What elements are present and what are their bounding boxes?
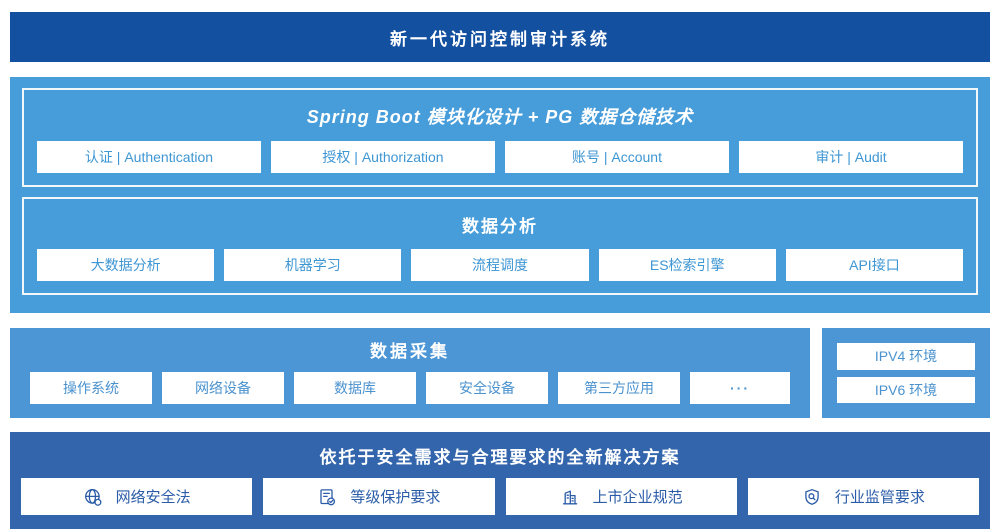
solution-box-label: 行业监管要求 — [834, 489, 925, 506]
collection-title: 数据采集 — [370, 342, 450, 361]
solution-box-cybersecurity-law: 网络安全法 — [21, 478, 253, 515]
module-box-audit: 审计 | Audit — [739, 141, 963, 173]
collection-row: 操作系统 网络设备 数据库 安全设备 第三方应用 ··· — [30, 372, 790, 404]
module-box-account: 账号 | Account — [505, 141, 729, 173]
environment-block: IPV4 环境 IPV6 环境 — [822, 328, 990, 418]
analysis-row: 大数据分析 机器学习 流程调度 ES检索引擎 API接口 — [37, 249, 964, 281]
collection-box-database: 数据库 — [294, 372, 416, 404]
analysis-box-ml: 机器学习 — [224, 249, 402, 281]
collection-box-security-device: 安全设备 — [426, 372, 548, 404]
building-icon — [560, 487, 580, 507]
env-box-ipv4: IPV4 环境 — [837, 343, 975, 370]
analysis-panel-title: 数据分析 — [462, 217, 538, 236]
globe-icon — [83, 487, 103, 507]
solution-row: 网络安全法 等级保护要求 — [21, 478, 979, 515]
analysis-box-workflow: 流程调度 — [411, 249, 589, 281]
analysis-box-es: ES检索引擎 — [598, 249, 776, 281]
solution-box-industry-regulation: 行业监管要求 — [747, 478, 979, 515]
top-banner: 新一代访问控制审计系统 — [10, 12, 990, 62]
solution-box-classified-protection: 等级保护要求 — [263, 478, 495, 515]
module-box-authentication: 认证 | Authentication — [37, 141, 261, 173]
solution-section: 依托于安全需求与合理要求的全新解决方案 网络安全法 — [10, 432, 990, 529]
modules-panel-title: Spring Boot 模块化设计 + PG 数据仓储技术 — [306, 107, 694, 127]
collection-box-more: ··· — [690, 372, 790, 404]
document-check-icon — [317, 487, 337, 507]
analysis-panel: 数据分析 大数据分析 机器学习 流程调度 ES检索引擎 API接口 — [22, 197, 978, 295]
solution-box-label: 网络安全法 — [115, 489, 191, 506]
collection-box-network-device: 网络设备 — [162, 372, 284, 404]
analysis-box-api: API接口 — [785, 249, 964, 281]
solution-box-listed-company: 上市企业规范 — [505, 478, 737, 515]
collection-box-os: 操作系统 — [30, 372, 152, 404]
analysis-box-bigdata: 大数据分析 — [37, 249, 215, 281]
shield-search-icon — [802, 487, 822, 507]
solution-box-label: 等级保护要求 — [350, 489, 441, 506]
modules-panel: Spring Boot 模块化设计 + PG 数据仓储技术 认证 | Authe… — [22, 88, 978, 187]
collection-box-thirdparty: 第三方应用 — [558, 372, 680, 404]
env-box-ipv6: IPV6 环境 — [837, 376, 975, 403]
solution-title: 依托于安全需求与合理要求的全新解决方案 — [319, 448, 681, 467]
system-title: 新一代访问控制审计系统 — [390, 29, 610, 49]
modules-row: 认证 | Authentication 授权 | Authorization 账… — [37, 141, 963, 173]
collection-main-block: 数据采集 操作系统 网络设备 数据库 安全设备 第三方应用 ··· — [10, 328, 810, 418]
module-box-authorization: 授权 | Authorization — [271, 141, 495, 173]
platform-section: Spring Boot 模块化设计 + PG 数据仓储技术 认证 | Authe… — [10, 77, 990, 313]
solution-box-label: 上市企业规范 — [592, 489, 683, 506]
collection-section: 数据采集 操作系统 网络设备 数据库 安全设备 第三方应用 ··· IPV4 环… — [10, 328, 990, 418]
